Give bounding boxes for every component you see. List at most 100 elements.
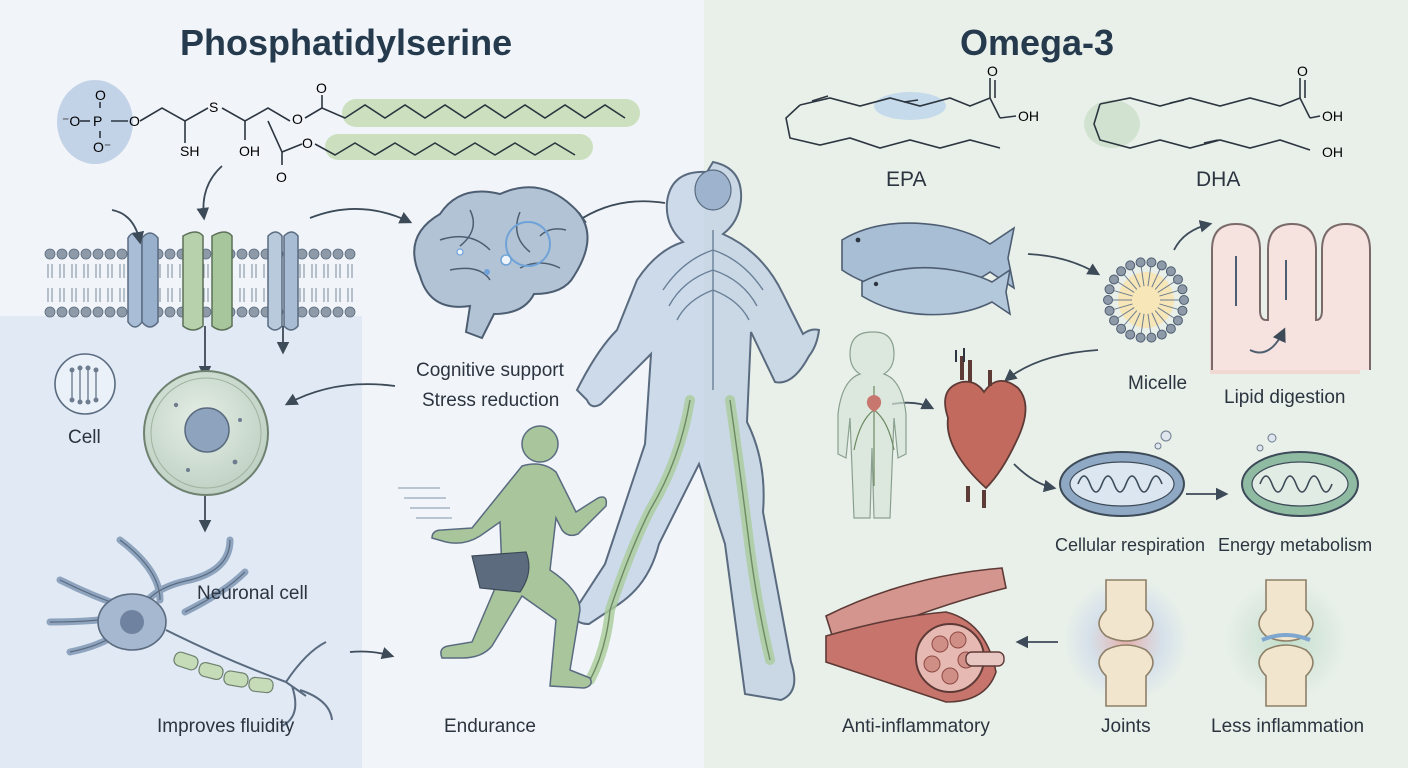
phosphatidylserine-molecule: ⁻O P O O⁻ O S SH OH O O O O: [57, 80, 640, 185]
label-stress-reduction: Stress reduction: [422, 390, 560, 411]
phosphate-o-top: O: [95, 87, 106, 103]
micelle-head: [1146, 257, 1157, 268]
mitochondrion-1: [1059, 430, 1185, 517]
lipid-head: [248, 248, 260, 260]
cell-illustration: [143, 370, 269, 496]
lipid-head: [80, 248, 92, 260]
micelle-illustration: [1103, 257, 1189, 343]
micelle-tail: [1123, 310, 1138, 327]
neuron-illustration: [46, 536, 333, 727]
label-cell: Cell: [68, 427, 101, 448]
label-micelle: Micelle: [1128, 373, 1188, 394]
lipid-tail: [47, 288, 53, 302]
dha-oh-2: OH: [1322, 144, 1343, 160]
lipid-tail: [167, 264, 173, 278]
lipid-tail: [83, 288, 89, 302]
micelle-tail: [1117, 307, 1135, 319]
label-improves-fluidity: Improves fluidity: [157, 716, 295, 737]
lipid-tail: [83, 264, 89, 278]
micelle-tail: [1154, 310, 1169, 327]
micelle-head: [1103, 295, 1113, 305]
label-joints: Joints: [1101, 716, 1151, 737]
lipid-head: [116, 248, 128, 260]
micelle-head: [1109, 315, 1120, 326]
fatty-chain-highlight-1: [342, 99, 640, 127]
cell-icon: [54, 353, 116, 415]
label-cellular-respiration: Cellular respiration: [1055, 535, 1206, 555]
joint-healthy: [1224, 578, 1348, 707]
lipid-tail: [335, 264, 341, 278]
lipid-tail: [107, 288, 113, 302]
micelle-head: [1104, 284, 1115, 295]
ester-oxygen-1: O: [292, 111, 303, 127]
fish-illustration: [841, 222, 1016, 316]
anatomical-figure: [574, 160, 821, 702]
micelle-head: [1135, 257, 1146, 268]
lipid-tail: [239, 288, 245, 302]
oh-group: OH: [239, 143, 260, 159]
lipid-head: [344, 306, 356, 318]
micelle-head: [1177, 305, 1188, 316]
lipid-tail: [119, 288, 125, 302]
lipid-tail: [203, 288, 209, 302]
micelle-head: [1116, 323, 1127, 334]
label-endurance: Endurance: [444, 716, 536, 737]
label-anti-inflammatory: Anti-inflammatory: [842, 716, 990, 737]
carbonyl-oxygen-1: O: [316, 80, 327, 96]
right-arrows: [891, 220, 1229, 649]
lipid-head: [104, 248, 116, 260]
micelle-head: [1125, 329, 1136, 340]
epa-molecule: O OH: [785, 63, 1039, 149]
label-energy-metabolism: Energy metabolism: [1218, 535, 1373, 555]
brain-illustration: [413, 186, 589, 340]
micelle-tail: [1157, 281, 1175, 293]
lipid-head: [44, 306, 56, 318]
lipid-head: [68, 306, 80, 318]
lipid-tail: [299, 288, 305, 302]
lipid-head: [344, 248, 356, 260]
micelle-head: [1165, 323, 1176, 334]
lipid-head: [248, 306, 260, 318]
micelle-core: [1118, 272, 1174, 328]
lipid-tail: [311, 264, 317, 278]
lipid-head: [236, 306, 248, 318]
lipid-head: [332, 248, 344, 260]
lipid-tail: [251, 288, 257, 302]
lipid-tail: [323, 264, 329, 278]
lipid-head: [164, 306, 176, 318]
micelle-tail: [1140, 266, 1145, 287]
micelle-tail: [1113, 289, 1133, 297]
micelle-tail: [1147, 313, 1152, 334]
sulfur-atom: S: [209, 99, 218, 115]
lipid-tail: [47, 264, 53, 278]
lipid-tail: [239, 264, 245, 278]
mitochondrion-2: [1241, 433, 1359, 517]
epa-carbonyl-o: O: [987, 63, 998, 79]
lipid-tail: [203, 264, 209, 278]
micelle-head: [1146, 332, 1157, 343]
lipid-head: [320, 306, 332, 318]
intestinal-villi: [1210, 222, 1371, 374]
lipid-head: [308, 306, 320, 318]
title-phosphatidylserine: Phosphatidylserine: [180, 22, 513, 63]
lipid-tail: [95, 264, 101, 278]
lipid-head: [104, 306, 116, 318]
micelle-tail: [1151, 268, 1161, 288]
micelle-tail: [1154, 273, 1169, 290]
lipid-head: [80, 306, 92, 318]
lipid-tail: [71, 264, 77, 278]
micelle-head: [1177, 284, 1188, 295]
lipid-tail: [347, 288, 353, 302]
runner-figure: [398, 425, 608, 689]
phosphate-p: P: [93, 113, 102, 129]
micelle-tail: [1159, 289, 1179, 297]
micelle-tail: [1159, 303, 1179, 311]
micelle-tail: [1131, 268, 1141, 288]
lipid-tail: [335, 288, 341, 302]
label-neuronal-cell: Neuronal cell: [197, 583, 308, 604]
dha-carbonyl-o: O: [1297, 63, 1308, 79]
epa-label: EPA: [886, 168, 927, 191]
micelle-head: [1109, 274, 1120, 285]
lipid-head: [116, 306, 128, 318]
muscle-illustration: [825, 567, 1007, 703]
